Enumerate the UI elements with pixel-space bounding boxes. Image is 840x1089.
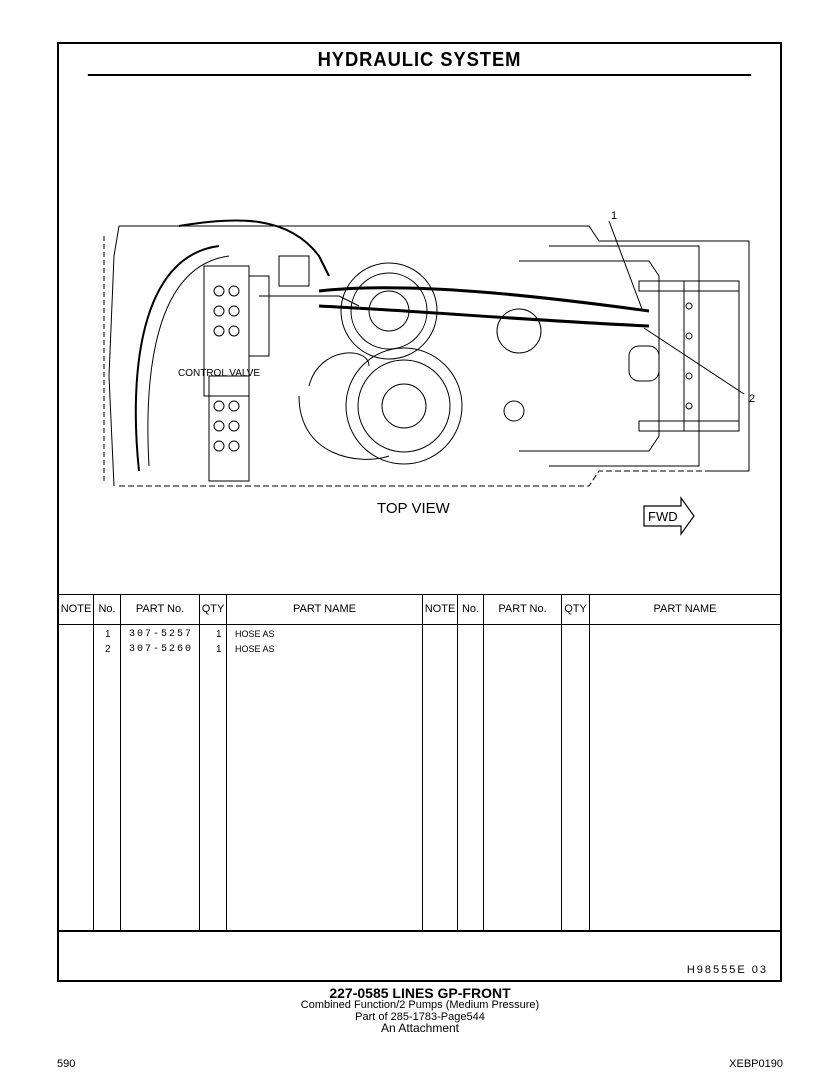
image-code: H98555E 03: [686, 964, 768, 976]
caption-subtitle: Combined Function/2 Pumps (Medium Pressu…: [300, 999, 540, 1011]
row-1-part-no: 307-5257: [129, 629, 194, 640]
parts-diagram: 1 2 CONTROL VALVE TOP VIEW FWD: [59, 76, 780, 636]
row-2-no: 2: [105, 644, 111, 655]
callout-1: 1: [611, 210, 617, 222]
header-no-left: No.: [98, 603, 116, 615]
row-2-part-no: 307-5260: [129, 644, 194, 655]
header-part-name-right: PART NAME: [653, 603, 717, 615]
table-top-rule: [59, 594, 780, 595]
header-part-name-left: PART NAME: [293, 603, 356, 615]
row-2-qty: 1: [216, 644, 222, 655]
header-no-right: No.: [461, 603, 480, 615]
row-1-no: 1: [105, 629, 111, 640]
row-2-name: HOSE AS: [235, 644, 275, 654]
top-view-label: TOP VIEW: [377, 500, 451, 517]
parts-table: NOTE No. PART No. QTY PART NAME NOTE No.…: [59, 594, 780, 930]
fwd-label: FWD: [648, 509, 678, 524]
header-part-no-left: PART No.: [135, 603, 185, 615]
header-note-right: NOTE: [424, 603, 456, 615]
caption-part-of: Part of 285-1783-Page544: [355, 1011, 485, 1023]
page-title: HYDRAULIC SYSTEM: [87, 44, 752, 76]
control-valve-label: CONTROL VALVE: [178, 368, 260, 379]
image-code-box: H98555E 03: [59, 930, 780, 982]
page-number: 590: [57, 1058, 76, 1070]
page-frame: HYDRAULIC SYSTEM: [57, 42, 782, 982]
header-qty-right: QTY: [564, 603, 587, 615]
row-1-qty: 1: [216, 629, 222, 640]
header-qty-left: QTY: [201, 603, 225, 615]
caption-attachment: An Attachment: [380, 1021, 460, 1035]
table-header-rule: [59, 624, 780, 625]
row-1-name: HOSE AS: [235, 629, 275, 639]
header-note-left: NOTE: [60, 603, 92, 615]
callout-2: 2: [749, 393, 755, 405]
header-part-no-right: PART No.: [498, 603, 547, 615]
doc-code: XEBP0190: [729, 1058, 783, 1070]
caption-title: 227-0585 LINES GP-FRONT: [329, 985, 511, 1001]
hydraulic-top-view-drawing: 1 2 CONTROL VALVE TOP VIEW FWD: [103, 210, 755, 536]
